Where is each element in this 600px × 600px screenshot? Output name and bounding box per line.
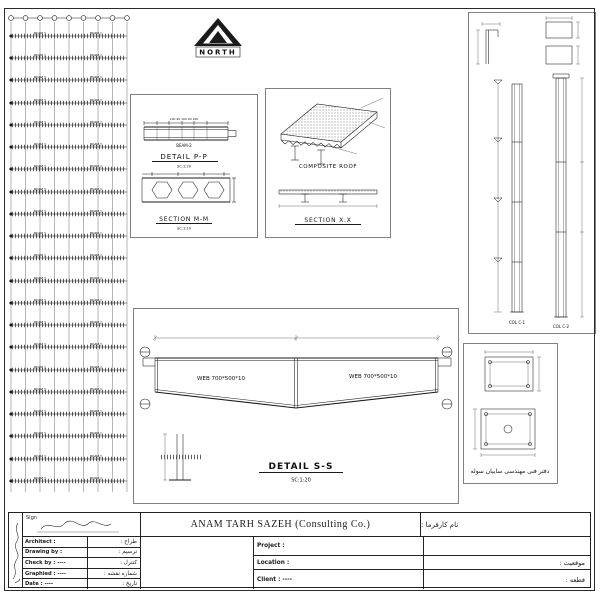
pp-beam-label: BEAM-2	[176, 143, 192, 148]
lip-detail	[476, 22, 501, 65]
column-2-label: COL C-2	[553, 324, 570, 329]
plate-detail-1	[484, 350, 541, 392]
detail-pp-title: DETAIL P-P	[160, 153, 207, 161]
location-label: Location :	[254, 556, 423, 570]
detail-ss-title: DETAIL S-S	[269, 462, 334, 472]
architect-label-fa: طراح :	[87, 537, 140, 547]
pp-castellated-section	[141, 172, 236, 203]
title-block-fields-fa: موقعیت : قطعه :	[424, 537, 590, 589]
section-xx-title: SECTION X.X	[304, 217, 351, 224]
title-block-fields-right: Project : Location : Client : ----	[254, 537, 424, 589]
field-row: Date : ---- تاریخ :	[23, 579, 140, 589]
composite-roof-isometric	[280, 97, 386, 165]
column-2	[552, 73, 584, 318]
framing-plan: BEAM 2 BEAM 2	[8, 15, 130, 492]
project-value-fa	[424, 537, 590, 556]
grid-bubbles	[8, 15, 130, 21]
check-by-label: Check by : ----	[25, 559, 66, 566]
parcel-label-fa: قطعه :	[565, 575, 585, 584]
office-caption-fa: دفتر فنی مهندسی سایبان سوله	[471, 468, 550, 475]
ss-web-left-label: WEB 700*500*10	[197, 376, 245, 382]
sign-label: Sign	[26, 515, 37, 521]
field-row: Architect : طراح :	[23, 537, 140, 548]
base-plate-panel: دفتر فنی مهندسی سایبان سوله	[463, 343, 558, 484]
title-block-empty-cell	[141, 537, 254, 589]
composite-roof-title: COMPOSITE ROOF	[299, 164, 357, 170]
detail-pp-scale: SC:1:20	[177, 165, 192, 169]
detail-ss-panel: WEB 700*500*10 WEB 700*500*10 DETAIL S-S…	[133, 308, 459, 504]
ss-beam	[142, 357, 452, 409]
north-arrow: NORTH	[194, 18, 242, 58]
drawing-number-label-fa: شماره نقشه :	[87, 568, 140, 579]
client-name-label-fa: نام کارفرما :	[421, 520, 459, 529]
cap-plate-details	[545, 16, 580, 65]
title-block-fields-left: Architect : طراح : Drawing by : ترسیم : …	[23, 537, 141, 589]
date-label-fa: تاریخ :	[87, 579, 140, 589]
ss-web-right-label: WEB 700*500*10	[349, 374, 397, 380]
client-label: Client : ----	[257, 576, 293, 583]
drawing-by-label: Drawing by :	[25, 549, 63, 556]
plate-detail-2	[473, 408, 536, 457]
section-mm-scale: SC:1:10	[177, 227, 192, 231]
north-label: NORTH	[199, 49, 237, 57]
field-row: Check by : ---- کنترل :	[23, 558, 140, 569]
title-block-side-strip	[9, 513, 23, 587]
sheet-border	[4, 8, 595, 591]
project-label: Project :	[254, 537, 423, 556]
sign-cell: Sign	[23, 513, 141, 536]
pp-beam-elevation	[143, 126, 237, 141]
ss-section-markers	[139, 346, 453, 410]
handwritten-note	[12, 522, 21, 584]
composite-roof-section	[278, 189, 378, 208]
title-block: Sign ANAM TARH SAZEH (Consulting Co.) نا…	[8, 512, 591, 589]
graphied-label: Graphied : ----	[25, 570, 67, 577]
date-label: Date : ----	[25, 581, 54, 588]
composite-roof-panel: COMPOSITE ROOF SECTION X.X	[265, 88, 391, 238]
column-1-label: COL C-1	[509, 320, 526, 325]
field-row: Drawing by : ترسیم :	[23, 547, 140, 559]
location-label-fa: موقعیت :	[424, 556, 590, 570]
section-mm-title: SECTION M-M	[159, 216, 209, 223]
signature	[37, 520, 119, 533]
column-1	[493, 79, 524, 313]
pp-dim-ticks	[143, 121, 229, 125]
field-row: Graphied : ---- شماره نقشه :	[23, 568, 140, 580]
detail-pp-panel: 100 90 100 90 100 BEAM-2 DETAIL P-P SC:1…	[130, 94, 258, 238]
ss-dim-line	[152, 335, 441, 341]
architect-label: Architect :	[25, 538, 56, 545]
company-name: ANAM TARH SAZEH (Consulting Co.)	[141, 513, 421, 536]
column-elevations-panel: COL C-1 COL C-2	[468, 12, 596, 334]
drawing-by-label-fa: ترسیم :	[87, 547, 140, 558]
detail-ss-scale: SC:1:20	[291, 478, 311, 484]
pp-dimensions: 100 90 100 90 100	[170, 117, 199, 121]
check-by-label-fa: کنترل :	[87, 558, 140, 568]
ss-column-stub-detail	[159, 433, 201, 481]
composite-roof-beams	[291, 145, 325, 165]
